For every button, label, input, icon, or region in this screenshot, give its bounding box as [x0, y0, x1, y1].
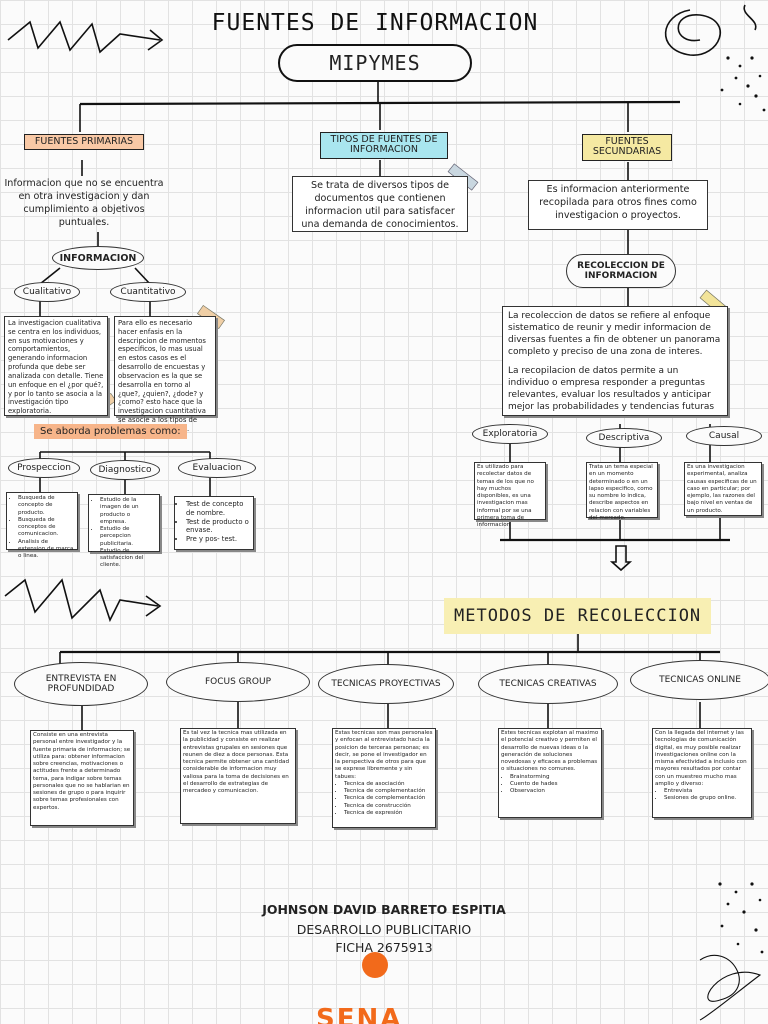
recoleccion-paragraph-2: La recopilacion de datos permite a un in… [508, 365, 715, 412]
entrevista-text: Consiste en una entrevista personal entr… [30, 730, 134, 826]
causal-node: Causal [686, 426, 762, 446]
secundarias-description: Es informacion anteriormente recopilada … [528, 180, 708, 230]
author-name: JOHNSON DAVID BARRETO ESPITIA [262, 902, 506, 917]
prospeccion-node: Prospeccion [8, 458, 80, 478]
evaluacion-list: Test de concepto de nombre. Test de prod… [174, 496, 254, 550]
tecnicas-creativas-text: Estes tecnicas explotan al maximo el pot… [498, 728, 602, 818]
exploratoria-node: Exploratoria [472, 424, 548, 444]
tecnicas-online-text: Con la llegada del internet y las tecnol… [652, 728, 752, 818]
cuantitativo-node: Cuantitativo [110, 282, 186, 302]
sena-logo-dot [362, 952, 388, 978]
scribble-decoration [664, 9, 721, 56]
fuentes-primarias-tag: FUENTES PRIMARIAS [24, 134, 144, 151]
fuentes-secundarias-tag: FUENTES SECUNDARIAS [582, 134, 672, 161]
evaluacion-node: Evaluacion [178, 458, 256, 478]
list-item: Tecnica de asociación [344, 781, 433, 788]
list-item: Busqueda de conceptos de comunicacion. [18, 517, 75, 539]
list-item: Brainstorming [510, 774, 599, 781]
metodos-title: METODOS DE RECOLECCION [444, 598, 712, 634]
online-intro: Con la llegada del internet y las tecnol… [655, 730, 747, 787]
zigzag-arrow-decoration [7, 20, 161, 54]
exploratoria-text: Es utilizado para recolectar datos de te… [474, 462, 546, 528]
diagnostico-node: Diagnostico [90, 460, 160, 480]
recoleccion-node: RECOLECCION DE INFORMACION [566, 254, 676, 288]
list-item: Test de concepto de nombre. [186, 500, 251, 518]
tecnicas-proyectivas-node: TECNICAS PROYECTIVAS [318, 664, 454, 704]
page-subtitle: MIPYMES [278, 44, 472, 82]
tecnicas-online-node: TECNICAS ONLINE [630, 660, 768, 700]
cualitativo-text: La investigacion cualitativa se centra e… [4, 316, 108, 416]
list-item: Cuento de hades [510, 781, 599, 788]
list-item: Estudio de la imagen de un producto o em… [100, 497, 157, 526]
ficha-number: FICHA 2675913 [335, 940, 433, 955]
creativas-intro: Estes tecnicas explotan al maximo el pot… [501, 730, 599, 773]
list-item: Tecnica de complementación [344, 788, 433, 795]
prospeccion-list: Busqueda de concepto de producto. Busque… [6, 492, 78, 559]
tipos-fuentes-tag: TIPOS DE FUENTES DE INFORMACION [320, 132, 448, 159]
list-item: Tecnica de expresión [344, 810, 433, 817]
list-item: Estudio de satisfaccion del cliente. [100, 548, 157, 570]
causal-text: Es una investigacion experimental, anali… [684, 462, 762, 516]
list-item: Tecnica de construcción [344, 803, 433, 810]
cuantitativo-text: Para ello es necesario hacer enfasis en … [114, 316, 216, 433]
tecnicas-creativas-node: TECNICAS CREATIVAS [478, 664, 618, 704]
tecnicas-proyectivas-text: Estas tecnicas son mas personales y enfo… [332, 728, 436, 828]
aborda-problemas-label: Se aborda problemas como: [34, 424, 187, 439]
descriptiva-text: Trata un tema especial en un momento det… [586, 462, 658, 521]
page-title: FUENTES DE INFORMACION [211, 10, 539, 36]
recoleccion-text: La recoleccion de datos se refiere al en… [502, 306, 728, 416]
recoleccion-paragraph-1: La recoleccion de datos se refiere al en… [508, 311, 721, 358]
sena-logo: SENA [316, 1006, 436, 1024]
cualitativo-node: Cualitativo [14, 282, 80, 302]
list-item: Test de producto o envase. [186, 518, 251, 536]
list-item: Estudio de percepcion publicitaria. [100, 526, 157, 548]
list-item: Analisis de extension de marca o linea. [18, 539, 75, 561]
primarias-description: Informacion que no se encuentra en otra … [4, 178, 164, 228]
list-item: Busqueda de concepto de producto. [18, 495, 75, 517]
focus-group-node: FOCUS GROUP [166, 662, 310, 702]
diagnostico-list: Estudio de la imagen de un producto o em… [88, 494, 160, 568]
list-item: Entrevista [664, 788, 749, 795]
scribble-decoration-bottom [699, 954, 762, 1021]
descriptiva-node: Descriptiva [586, 428, 662, 448]
list-item: Sesiones de grupo online. [664, 795, 749, 802]
list-item: Pre y pos- test. [186, 535, 251, 544]
proyectivas-intro: Estas tecnicas son mas personales y enfo… [335, 730, 433, 780]
list-item: Tecnica de complementación [344, 795, 433, 802]
informacion-node: INFORMACION [52, 246, 144, 270]
entrevista-node: ENTREVISTA EN PROFUNDIDAD [14, 662, 148, 706]
program-name: DESARROLLO PUBLICITARIO [296, 922, 472, 937]
list-item: Observacion [510, 788, 599, 795]
sena-logo-text: SENA [316, 1006, 403, 1024]
focus-group-text: Es tal vez la tecnica mas utilizada en l… [180, 728, 296, 824]
tipos-description: Se trata de diversos tipos de documentos… [292, 176, 468, 232]
